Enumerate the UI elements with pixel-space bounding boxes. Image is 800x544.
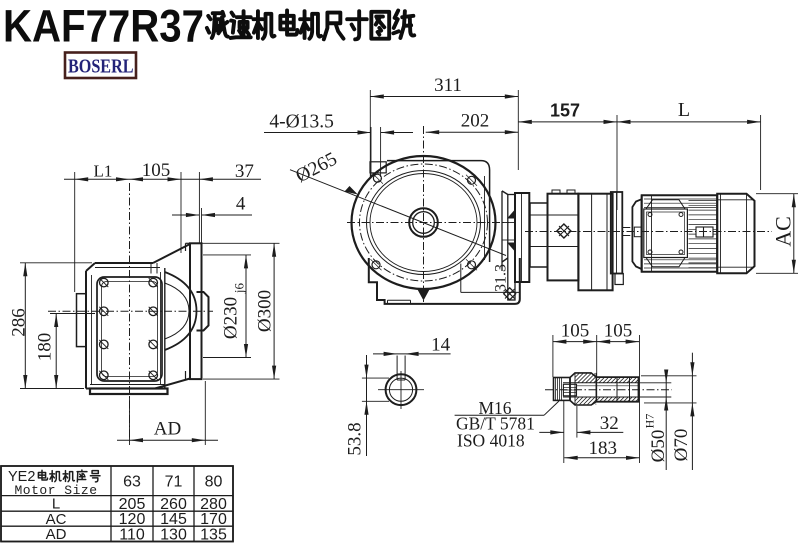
svg-text:31.3: 31.3 — [493, 264, 510, 292]
svg-text:M16: M16 — [478, 398, 511, 418]
svg-text:Ø70: Ø70 — [671, 429, 692, 462]
svg-text:205: 205 — [119, 496, 146, 513]
svg-text:105: 105 — [142, 160, 171, 181]
svg-text:63: 63 — [123, 473, 141, 490]
svg-text:L: L — [678, 99, 690, 121]
svg-text:105: 105 — [604, 321, 633, 342]
svg-text:53.8: 53.8 — [345, 422, 366, 455]
svg-text:71: 71 — [165, 473, 183, 490]
svg-text:130: 130 — [160, 526, 187, 543]
svg-text:L: L — [52, 496, 60, 513]
svg-text:Ø230: Ø230 — [221, 297, 242, 339]
svg-text:AC: AC — [771, 216, 796, 247]
svg-text:32: 32 — [600, 413, 619, 434]
svg-text:286: 286 — [9, 308, 30, 337]
svg-text:180: 180 — [35, 333, 56, 362]
svg-text:280: 280 — [200, 496, 227, 513]
svg-text:AC: AC — [46, 511, 67, 528]
svg-text:120: 120 — [119, 511, 146, 528]
svg-text:135: 135 — [200, 526, 227, 543]
svg-text:80: 80 — [205, 473, 223, 490]
svg-text:37: 37 — [235, 161, 254, 182]
svg-text:Ø300: Ø300 — [255, 290, 276, 332]
svg-text:AD: AD — [46, 526, 67, 543]
svg-text:YE2: YE2 — [8, 469, 35, 485]
svg-text:Ø50: Ø50 — [648, 430, 669, 463]
svg-text:KAF77R37: KAF77R37 — [3, 1, 204, 52]
svg-text:Motor Size: Motor Size — [14, 483, 97, 498]
svg-text:BOSERL: BOSERL — [68, 56, 134, 78]
svg-text:4: 4 — [236, 194, 246, 215]
svg-text:105: 105 — [561, 321, 590, 342]
svg-text:145: 145 — [160, 511, 187, 528]
svg-text:170: 170 — [200, 511, 227, 528]
svg-text:L1: L1 — [94, 161, 113, 180]
svg-text:14: 14 — [431, 335, 451, 356]
svg-text:ISO 4018: ISO 4018 — [457, 431, 525, 451]
svg-text:GB/T 5781: GB/T 5781 — [456, 414, 535, 434]
svg-text:AD: AD — [154, 419, 181, 440]
svg-text:202: 202 — [461, 111, 490, 132]
svg-text:4-Ø13.5: 4-Ø13.5 — [269, 112, 333, 133]
svg-text:157: 157 — [550, 101, 580, 121]
svg-text:260: 260 — [160, 496, 187, 513]
svg-text:311: 311 — [434, 75, 462, 96]
svg-text:j6: j6 — [231, 282, 246, 294]
svg-text:H7: H7 — [643, 414, 657, 429]
svg-text:110: 110 — [119, 526, 145, 543]
svg-text:183: 183 — [588, 438, 617, 459]
